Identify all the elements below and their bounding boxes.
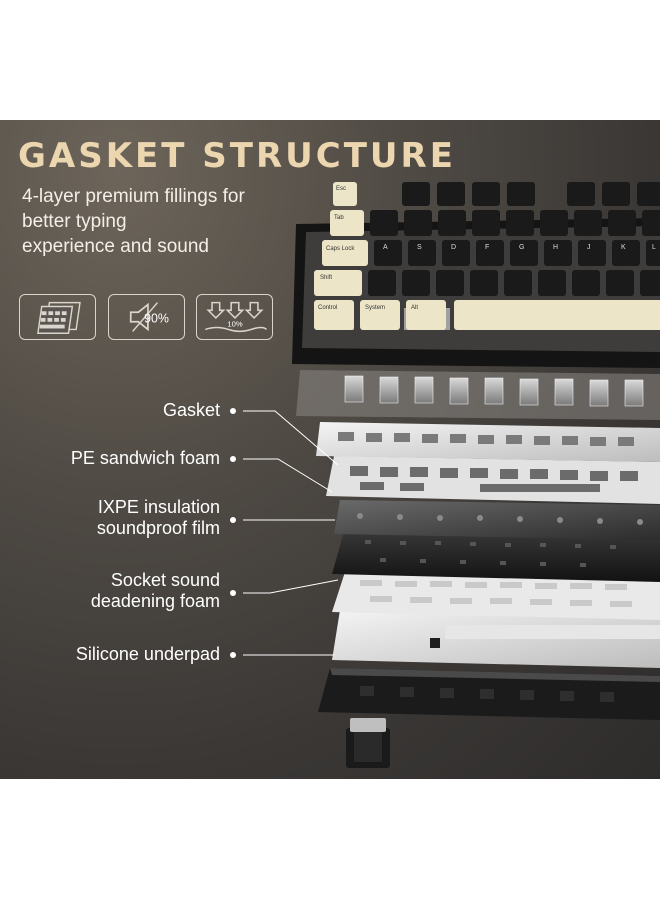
socket-foam — [332, 572, 660, 620]
callout-dot — [230, 456, 236, 462]
page-title: GASKET STRUCTURE — [18, 136, 456, 176]
label-silicone-underpad: Silicone underpad — [76, 644, 220, 665]
keyboard-layers-icon — [19, 294, 96, 340]
callout-dot — [230, 652, 236, 658]
keycap-l: L — [652, 244, 656, 251]
callout-dot — [230, 517, 236, 523]
subtitle-line: better typing — [22, 211, 127, 232]
label-line: soundproof film — [96, 518, 220, 538]
keycap-caps-lock: Caps Lock — [326, 246, 355, 252]
label-gasket: Gasket — [163, 400, 220, 421]
subtitle-line: 4-layer premium fillings for — [22, 186, 245, 207]
label-line: deadening foam — [90, 591, 220, 611]
keycap-alt: Alt — [411, 305, 419, 311]
keycap-g: G — [519, 244, 525, 251]
product-banner: Esc Tab Caps Lock Shift Control System A… — [0, 120, 660, 779]
keycap-j: J — [587, 244, 591, 251]
switches-row — [296, 370, 660, 420]
label-socket-foam: Socket sound deadening foam — [91, 570, 220, 612]
keycap-tab: Tab — [334, 215, 344, 221]
label-line: PE sandwich foam — [70, 448, 220, 468]
sound-muted-icon: 90% — [108, 294, 185, 340]
keycap-legends: Esc Tab Caps Lock Shift Control System A… — [0, 120, 660, 779]
pcb-layer — [332, 528, 660, 582]
ixpe-film — [334, 500, 660, 540]
label-line: Socket sound — [110, 570, 220, 590]
keycap-k: K — [621, 244, 626, 251]
keycap-f: F — [485, 244, 490, 251]
keyboard-top-case — [292, 182, 660, 368]
downward-arrows-icon: 10% — [196, 294, 273, 340]
label-line: Gasket — [162, 400, 220, 420]
label-line: IXPE insulation — [97, 497, 220, 517]
exploded-keyboard-illustration — [292, 182, 660, 768]
callout-dot — [230, 590, 236, 596]
subtitle: 4-layer premium fillings for better typi… — [22, 184, 292, 259]
keycap-system: System — [365, 305, 386, 311]
label-ixpe-film: IXPE insulation soundproof film — [97, 497, 220, 539]
keycap-shift: Shift — [320, 275, 333, 281]
keycap-a: A — [383, 244, 388, 251]
keycap-control: Control — [318, 305, 338, 311]
bottom-case — [318, 668, 660, 720]
keycap-esc: Esc — [336, 186, 347, 192]
silicone-underpad — [332, 610, 660, 668]
gasket-plate — [316, 422, 660, 462]
keycap-h: H — [553, 244, 559, 251]
label-line: Silicone underpad — [75, 644, 220, 664]
pe-foam-plate — [326, 456, 660, 504]
keycap-d: D — [451, 244, 457, 251]
callout-dot — [230, 408, 236, 414]
layer-labels: Gasket PE sandwich foam IXPE insulation … — [0, 120, 250, 779]
mute-percent: 90% — [144, 312, 169, 326]
label-pe-sandwich-foam: PE sandwich foam — [71, 448, 220, 469]
subtitle-line: experience and sound — [22, 236, 209, 257]
keycap-s: S — [417, 244, 422, 251]
rotary-knob — [346, 718, 390, 768]
reduction-percent: 10% — [227, 320, 242, 329]
